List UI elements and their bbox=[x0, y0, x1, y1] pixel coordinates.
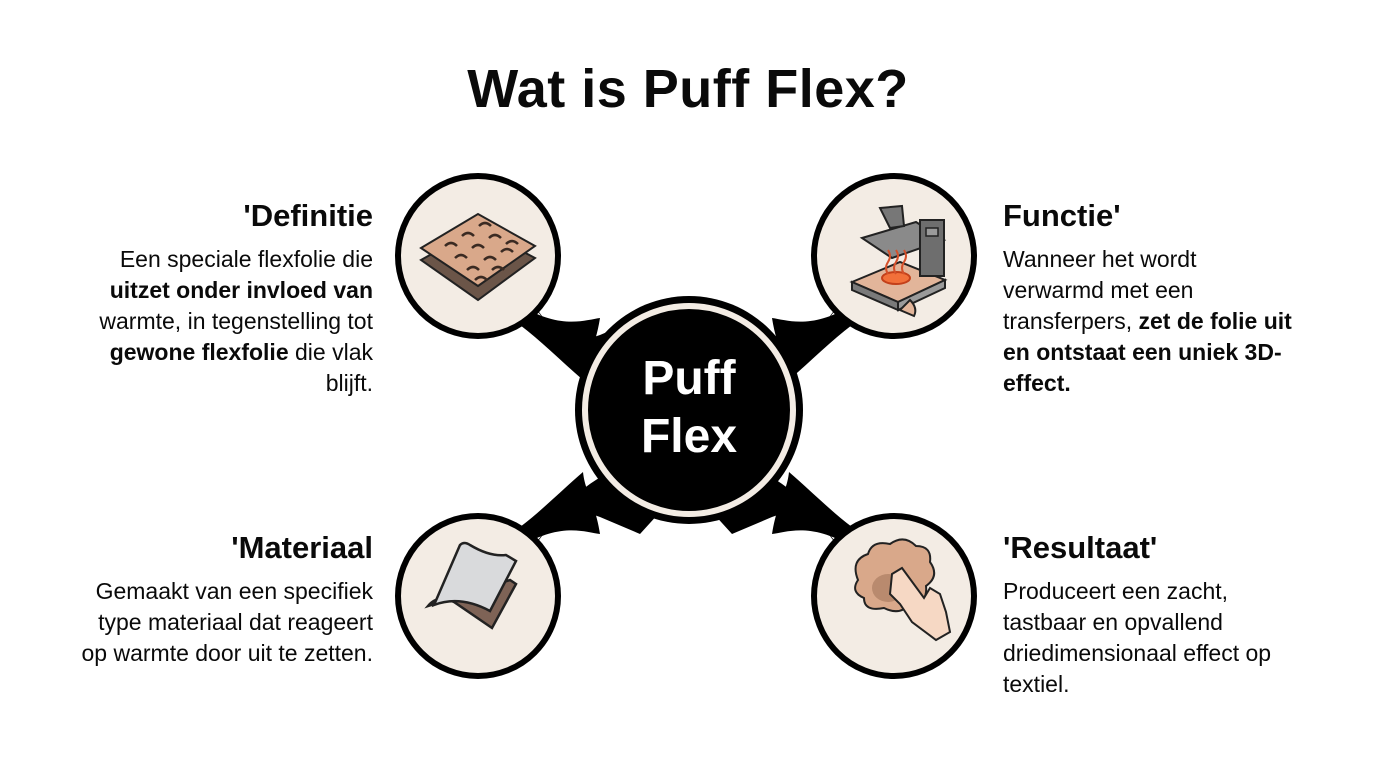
text-resultaat: Produceert een zacht, tastbaar en opvall… bbox=[1003, 578, 1272, 697]
hub-circle bbox=[575, 296, 803, 524]
node-functie-circle bbox=[811, 173, 977, 339]
heading-definitie: 'Definitie bbox=[243, 198, 373, 233]
hub-label-line2: Flex bbox=[640, 410, 738, 463]
foam-sheet-icon bbox=[419, 212, 537, 302]
text-materiaal: Gemaakt van een specifiek type materiaal… bbox=[81, 578, 374, 666]
block-materiaal: 'Materiaal Gemaakt van een specifiek typ… bbox=[73, 530, 374, 669]
heading-functie: Functie' bbox=[1003, 198, 1121, 233]
text-functie: Wanneer het wordt verwarmd met een trans… bbox=[1003, 246, 1292, 396]
hand-touch-icon bbox=[854, 538, 952, 642]
heading-materiaal: 'Materiaal bbox=[231, 530, 373, 565]
page-title: Wat is Puff Flex? bbox=[467, 59, 909, 119]
node-definitie-circle bbox=[395, 173, 561, 339]
block-resultaat: 'Resultaat' Produceert een zacht, tastba… bbox=[1003, 530, 1303, 700]
block-functie: Functie' Wanneer het wordt verwarmd met … bbox=[1003, 198, 1303, 399]
hub-label: Puff Flex bbox=[589, 350, 789, 466]
node-resultaat-circle bbox=[811, 513, 977, 679]
block-definitie: 'Definitie Een speciale flexfolie die ui… bbox=[73, 198, 373, 399]
heading-resultaat: 'Resultaat' bbox=[1003, 530, 1158, 565]
text-definitie: Een speciale flexfolie die uitzet onder … bbox=[99, 246, 373, 396]
heat-press-icon bbox=[849, 204, 948, 318]
node-materiaal-circle bbox=[395, 513, 561, 679]
hub-label-line1: Puff bbox=[642, 352, 736, 405]
material-sheet-icon bbox=[424, 541, 518, 630]
